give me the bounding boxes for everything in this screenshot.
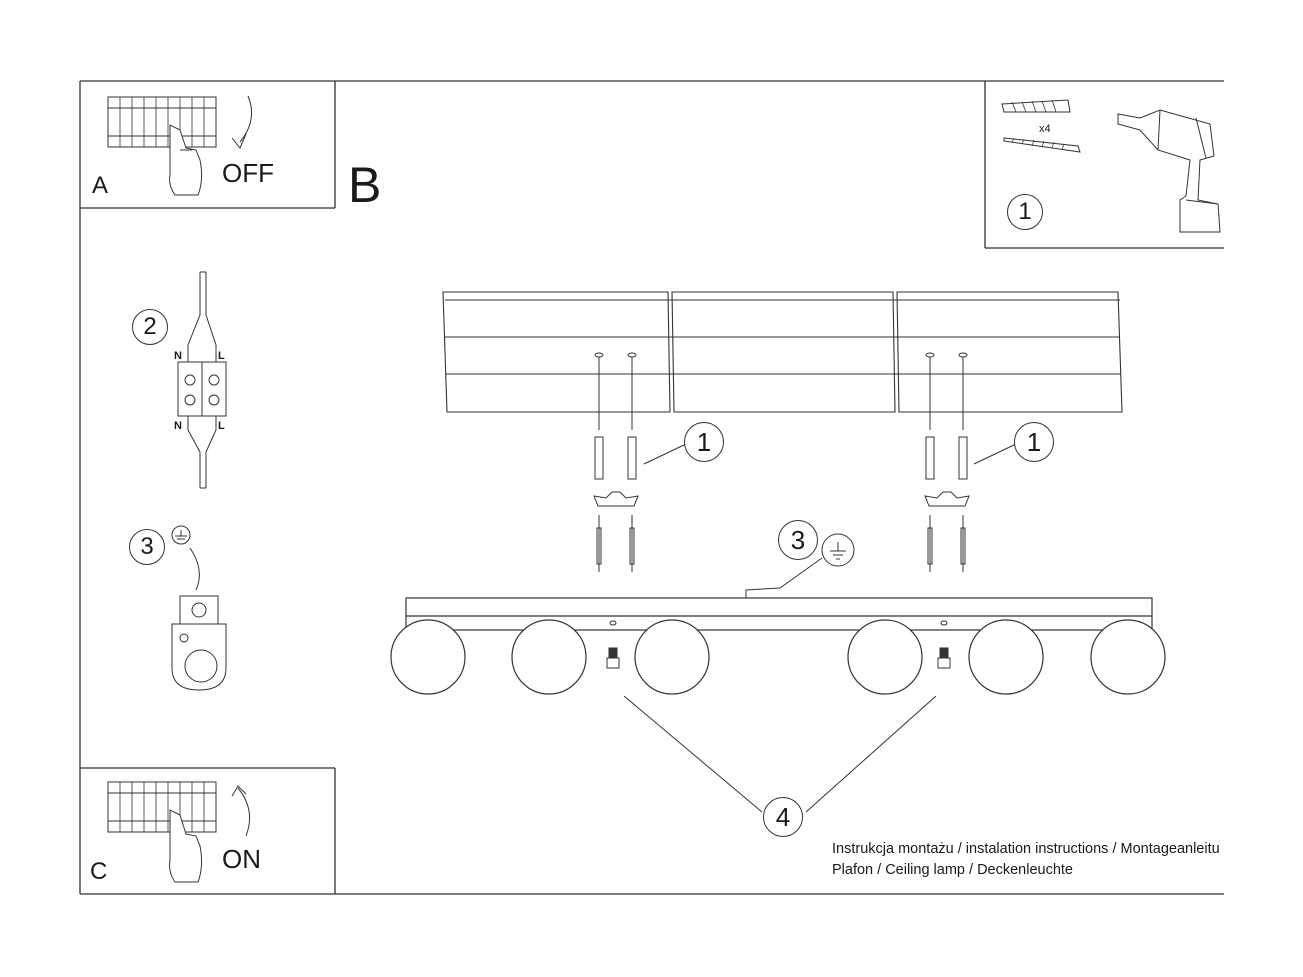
panel-c-box bbox=[80, 767, 336, 894]
leader-bulbs-left bbox=[623, 695, 763, 813]
wiring-l-bottom: L bbox=[218, 420, 225, 432]
wiring-connector bbox=[177, 271, 227, 489]
panel-c-letter: C bbox=[90, 858, 108, 885]
anchor-quantity: x4 bbox=[1039, 123, 1051, 135]
leader-bulbs-right bbox=[805, 695, 937, 813]
panel-b-letter: B bbox=[348, 157, 382, 213]
callout-earth: 3 bbox=[778, 520, 818, 560]
wiring-step-number: 2 bbox=[132, 309, 168, 345]
ceiling-slab bbox=[442, 291, 1123, 413]
panel-a-box bbox=[80, 81, 336, 209]
leader-anchor-right bbox=[973, 443, 1017, 465]
footer-title: Instrukcja montażu / instalation instruc… bbox=[832, 842, 1220, 857]
mount-set-left bbox=[593, 352, 639, 572]
outer-frame bbox=[79, 80, 1224, 895]
ground-terminal bbox=[171, 525, 227, 691]
footer-subtitle: Plafon / Ceiling lamp / Deckenleuchte bbox=[832, 862, 1073, 878]
tools-step-number: 1 bbox=[1007, 194, 1043, 230]
panel-a-letter: A bbox=[92, 172, 109, 199]
lamp-globes bbox=[390, 619, 1166, 695]
lamp-bar bbox=[405, 597, 1153, 631]
mount-set-right bbox=[924, 352, 970, 572]
callout-anchor-left: 1 bbox=[684, 422, 724, 462]
leader-anchor-left bbox=[643, 443, 687, 465]
wiring-n-top: N bbox=[174, 350, 182, 362]
wiring-l-top: L bbox=[218, 350, 225, 362]
breaker-panel-a bbox=[107, 95, 253, 196]
panel-a-action: OFF bbox=[222, 158, 274, 188]
tools-box bbox=[984, 81, 1224, 249]
breaker-panel-c bbox=[107, 781, 251, 883]
tools-drawing bbox=[1001, 99, 1221, 233]
callout-bulbs: 4 bbox=[763, 797, 803, 837]
callout-anchor-right: 1 bbox=[1014, 422, 1054, 462]
bar-fixing-screws bbox=[606, 620, 951, 669]
ground-step-number: 3 bbox=[129, 529, 165, 565]
wiring-n-bottom: N bbox=[174, 420, 182, 432]
panel-c-action: ON bbox=[222, 844, 261, 874]
earth-leader bbox=[745, 533, 855, 598]
